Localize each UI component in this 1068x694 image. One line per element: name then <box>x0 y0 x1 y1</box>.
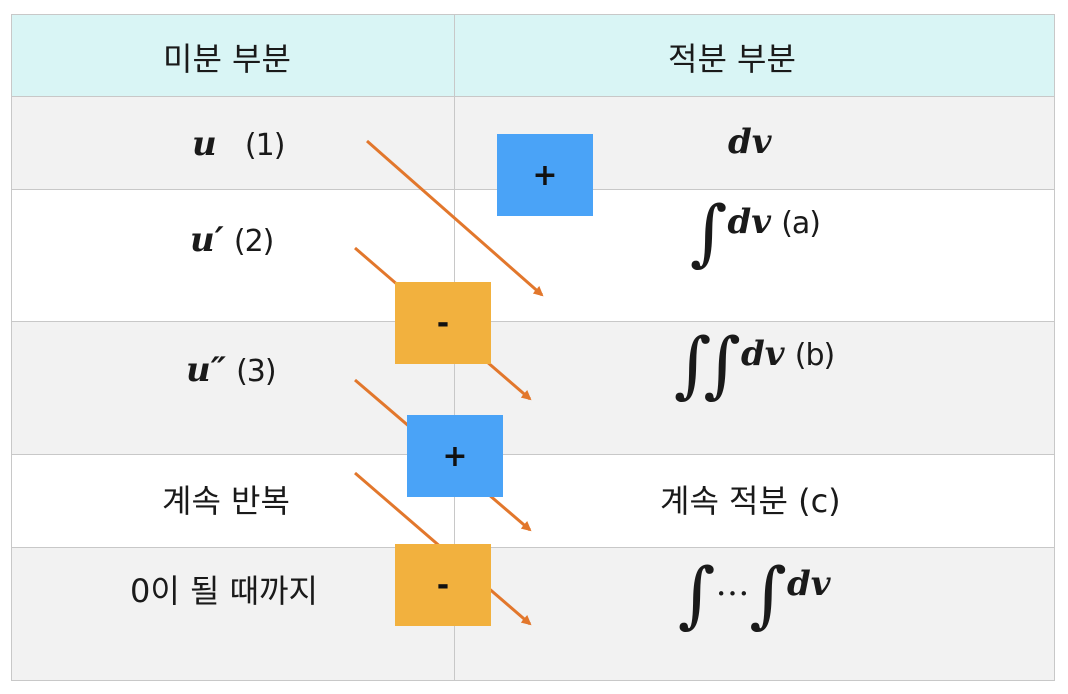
row1-derivative: u (1) <box>192 124 285 164</box>
arrow-u-to-integral-a <box>366 139 544 297</box>
label-3: (3) <box>236 354 276 389</box>
integral-sign: ∫ <box>749 552 788 636</box>
row1-integral: dv <box>728 122 772 162</box>
row4-integral: 계속 적분 (c) <box>660 482 841 520</box>
header-derivative: 미분 부분 <box>163 40 291 78</box>
row4-derivative: 계속 반복 <box>162 482 290 520</box>
plus-sign-badge: + <box>497 134 593 216</box>
integral-sign: ∫ <box>678 552 716 636</box>
minus-sign-badge: - <box>395 544 491 626</box>
table-row <box>11 455 1055 548</box>
u-double-prime-symbol: u″ <box>186 350 226 390</box>
row2-integral: ∫dv (a) <box>690 196 821 268</box>
label-b: (b) <box>794 338 835 373</box>
table-row <box>11 322 1055 455</box>
row5-derivative: 0이 될 때까지 <box>130 572 318 610</box>
integral-sign: ∫ <box>690 190 728 274</box>
dv-symbol: dv <box>728 122 772 162</box>
plus-sign-badge: + <box>407 415 503 497</box>
u-symbol: u <box>192 124 217 164</box>
row3-integral: ∫∫dv (b) <box>674 328 835 400</box>
integral-sign: ∫ <box>674 322 712 406</box>
minus-sign-badge: - <box>395 282 491 364</box>
header-integral: 적분 부분 <box>668 40 796 78</box>
u-prime-symbol: u′ <box>190 220 224 260</box>
row3-derivative: u″ (3) <box>186 350 277 390</box>
label-2: (2) <box>233 224 274 259</box>
ellipsis: … <box>715 564 750 604</box>
row5-integral: ∫…∫dv <box>678 558 831 630</box>
dv-symbol: dv <box>787 564 831 604</box>
header-row <box>11 14 1055 97</box>
dv-symbol: dv <box>727 202 772 242</box>
label-1: (1) <box>244 128 285 163</box>
integral-sign: ∫ <box>703 322 742 406</box>
dv-symbol: dv <box>741 334 785 374</box>
row2-derivative: u′ (2) <box>190 220 274 260</box>
label-a: (a) <box>781 206 821 241</box>
table-row <box>11 548 1055 681</box>
